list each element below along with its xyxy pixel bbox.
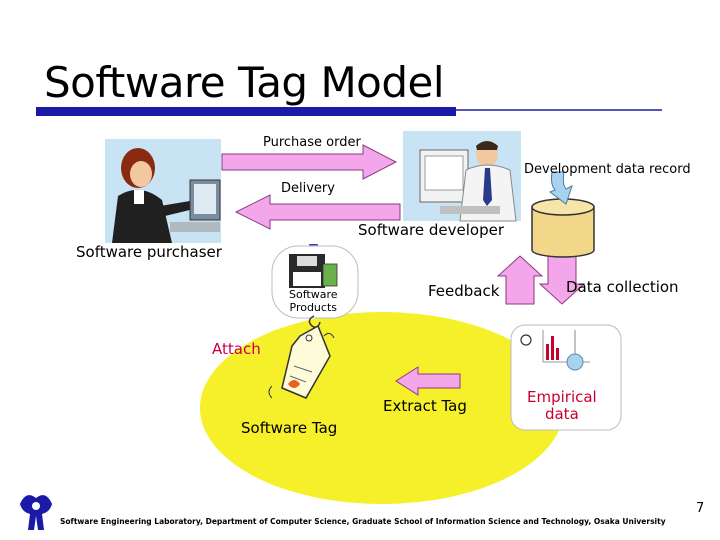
osaka-university-logo (20, 495, 52, 530)
purchase-order-label: Purchase order (263, 135, 361, 150)
title-rule-thick (36, 107, 456, 116)
feedback-label: Feedback (428, 282, 500, 300)
empirical-data-label-line1: Empirical (527, 388, 597, 406)
software-products-label-line1: Software (289, 288, 338, 301)
extract-tag-label: Extract Tag (383, 397, 467, 415)
software-purchaser-image (105, 139, 221, 243)
footer-text: Software Engineering Laboratory, Departm… (60, 517, 666, 526)
empirical-data-icon (510, 324, 622, 431)
record-callout-arrow (548, 171, 573, 205)
page-title: Software Tag Model (44, 58, 445, 107)
delivery-arrow (234, 194, 401, 230)
software-developer-image (403, 131, 521, 222)
delivery-label: Delivery (281, 181, 335, 196)
attach-label: Attach (212, 340, 261, 358)
purchase-order-arrow (221, 144, 398, 180)
software-developer-label: Software developer (358, 221, 505, 239)
feedback-arrow (496, 255, 544, 305)
page-number: 7 (696, 501, 705, 516)
extract-tag-arrow (395, 366, 461, 396)
development-database-cylinder (531, 198, 595, 258)
software-products-label-line2: Products (289, 301, 338, 314)
software-products-label: Software Products (289, 288, 338, 314)
software-purchaser-label: Software purchaser (76, 243, 222, 261)
data-collection-arrow (538, 255, 586, 305)
empirical-data-label-line2: data (544, 405, 579, 423)
empirical-data-label: Empirical data (527, 389, 597, 423)
development-data-record-label: Development data record (524, 162, 691, 177)
software-tag-label: Software Tag (241, 419, 338, 437)
software-tag-icon (268, 324, 335, 399)
software-products-icon (271, 245, 359, 319)
data-collection-label: Data collection (566, 278, 679, 296)
